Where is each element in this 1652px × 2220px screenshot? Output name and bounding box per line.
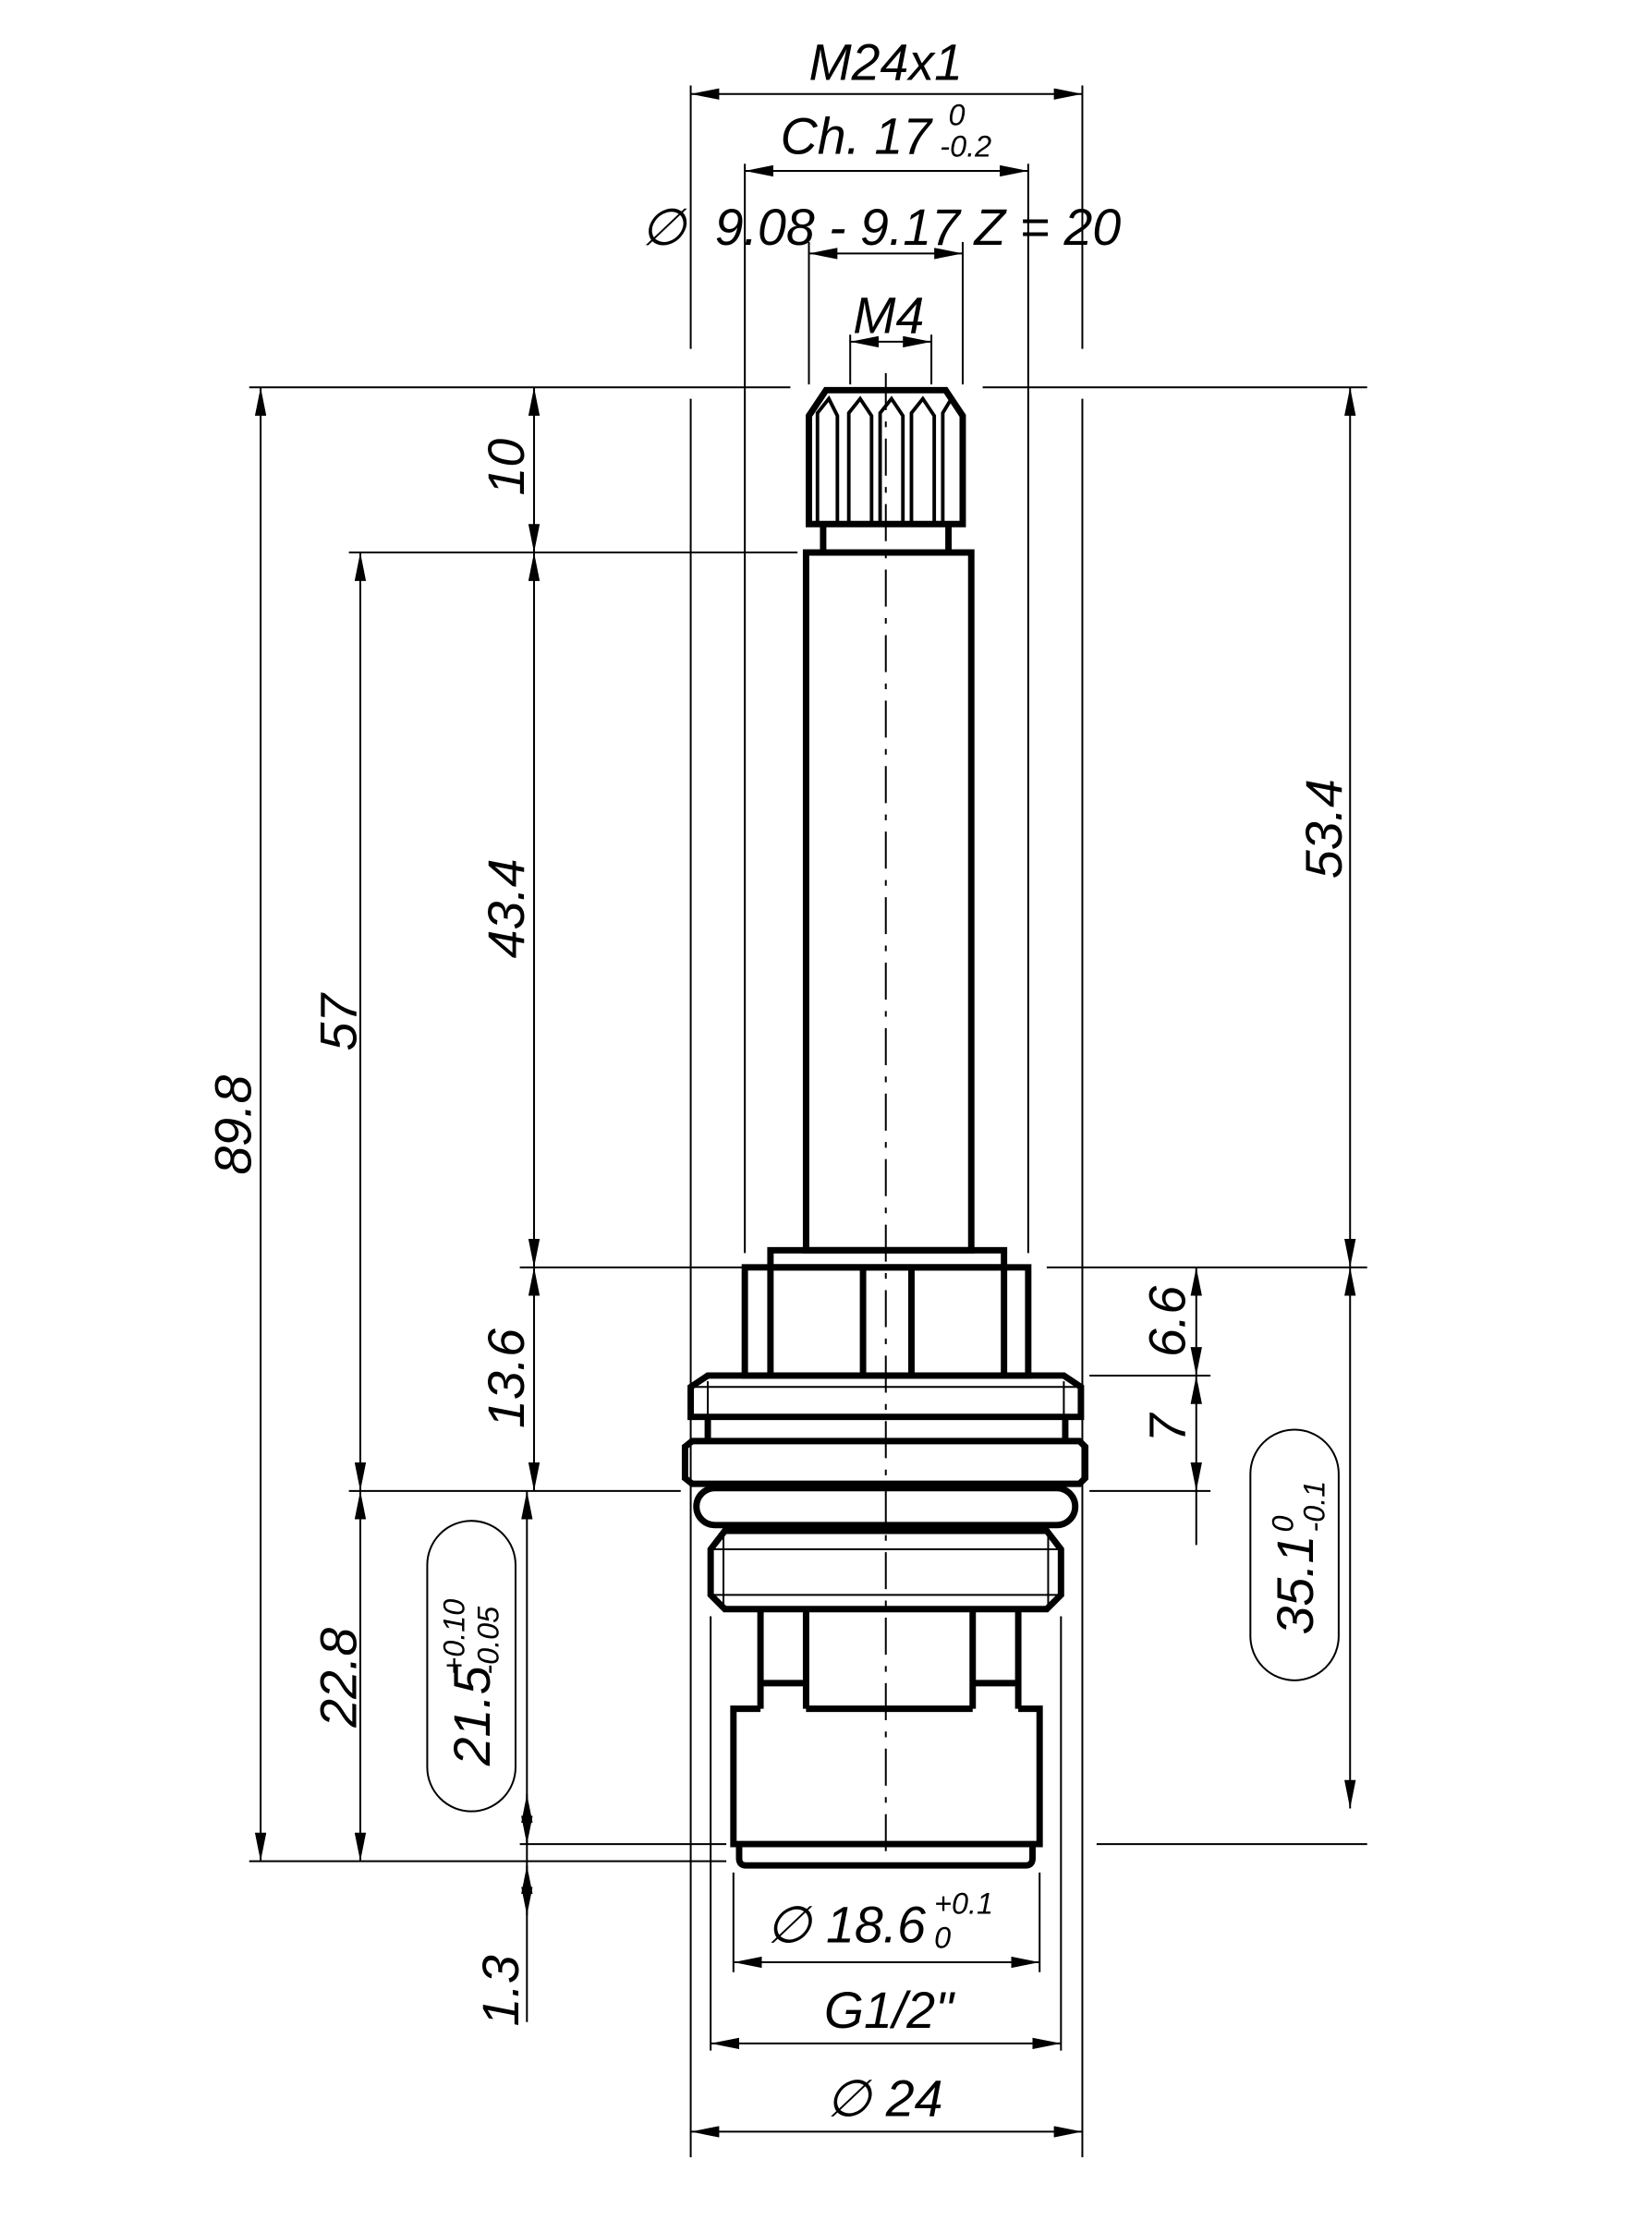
dim-35-1: 35.1	[1267, 1535, 1324, 1635]
dim-spline: 9.08 - 9.17 Z = 20	[715, 199, 1122, 256]
diameter-symbol: ∅	[766, 1896, 813, 1953]
dim-6-6: 6.6	[1138, 1286, 1196, 1357]
dim-7: 7	[1138, 1412, 1196, 1442]
o-ring	[693, 1485, 1079, 1529]
dim-43-4: 43.4	[478, 858, 535, 958]
dim-screw-m4: M4	[853, 287, 924, 345]
neck	[820, 524, 953, 553]
pin-right	[969, 1608, 1022, 1709]
critical-dim-frame-left	[426, 1520, 516, 1813]
dim-thread-g1-2: G1/2"	[824, 1982, 955, 2039]
dimension-lines	[254, 88, 1356, 2138]
dim-21-5: 21.5	[443, 1666, 501, 1766]
cartridge-part	[681, 386, 1088, 1869]
dim-35-1-tol-lower: -0.1	[1297, 1481, 1330, 1533]
base-body	[730, 1705, 1043, 1848]
dim-35-1-tol-upper: 0	[1267, 1516, 1300, 1533]
dim-21-5-tol-lower: -0.05	[471, 1606, 504, 1675]
dim-22-8: 22.8	[310, 1628, 367, 1729]
dim-hex-tol-lower: -0.2	[940, 130, 991, 164]
pin-left	[757, 1608, 809, 1709]
critical-dim-frame-right	[1249, 1428, 1340, 1681]
dim-1-3: 1.3	[472, 1955, 529, 2026]
dim-thread-m24: M24x1	[808, 33, 962, 91]
dim-hex-ch17: Ch. 17	[781, 107, 934, 164]
seat	[735, 1844, 1036, 1869]
dim-57: 57	[310, 992, 367, 1051]
dim-21-5-tol-upper: +0.10	[437, 1599, 470, 1675]
diameter-symbol: ∅	[826, 2069, 873, 2127]
dim-18-6-tol-upper: +0.1	[934, 1887, 993, 1921]
dim-overall-89-8: 89.8	[204, 1075, 261, 1175]
washer-ring	[681, 1438, 1088, 1487]
stem	[802, 549, 975, 1254]
dim-53-4: 53.4	[1295, 779, 1353, 879]
dim-18-6-tol-lower: 0	[934, 1922, 951, 1955]
spline-head	[806, 386, 966, 528]
extension-lines	[249, 85, 1367, 2158]
dim-outer-24: 24	[885, 2069, 943, 2127]
diameter-symbol: ∅	[641, 199, 688, 256]
dim-18-6: 18.6	[826, 1896, 926, 1953]
dim-10: 10	[478, 439, 535, 496]
dim-hex-tol-upper: 0	[949, 99, 966, 132]
dim-13-6: 13.6	[478, 1328, 535, 1428]
thread-body	[707, 1527, 1064, 1613]
